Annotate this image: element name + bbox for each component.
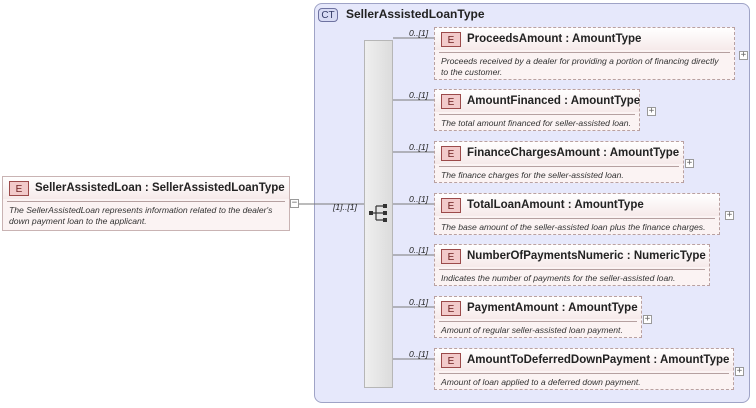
expand-toggle[interactable]: + — [735, 366, 744, 376]
element-badge: E — [441, 353, 461, 368]
child-cardinality: 0..[1] — [409, 194, 429, 204]
child-element-doc: Amount of loan applied to a deferred dow… — [441, 377, 641, 387]
element-badge: E — [441, 32, 461, 47]
child-element-name: PaymentAmount : AmountType — [467, 302, 638, 314]
root-element-name: SellerAssistedLoan : SellerAssistedLoanT… — [35, 182, 285, 194]
child-element-doc: Amount of regular seller-assisted loan p… — [441, 325, 623, 335]
expand-toggle[interactable]: + — [739, 50, 748, 60]
child-cardinality: 0..[1] — [409, 349, 429, 359]
child-element-doc: The base amount of the seller-assisted l… — [441, 222, 706, 232]
child-element-name: TotalLoanAmount : AmountType — [467, 199, 644, 211]
child-element[interactable]: E AmountToDeferredDownPayment : AmountTyp… — [434, 348, 734, 390]
child-element-name: NumberOfPaymentsNumeric : NumericType — [467, 250, 706, 262]
child-cardinality: 0..[1] — [409, 245, 429, 255]
child-element-name: ProceedsAmount : AmountType — [467, 33, 642, 45]
root-element-doc: The SellerAssistedLoan represents inform… — [9, 205, 273, 226]
element-badge: E — [441, 249, 461, 264]
element-badge: E — [9, 181, 29, 196]
expand-toggle[interactable]: + — [725, 210, 734, 220]
child-element-name: FinanceChargesAmount : AmountType — [467, 147, 680, 159]
child-cardinality: 0..[1] — [409, 90, 429, 100]
child-cardinality: 0..[1] — [409, 297, 429, 307]
element-badge: E — [441, 198, 461, 213]
expand-toggle[interactable]: + — [643, 314, 652, 324]
element-badge: E — [441, 94, 461, 109]
expand-toggle[interactable]: + — [647, 106, 656, 116]
child-element-name: AmountToDeferredDownPayment : AmountType — [467, 354, 730, 366]
child-element-name: AmountFinanced : AmountType — [467, 95, 641, 107]
complex-type-title: SellerAssistedLoanType — [346, 7, 485, 21]
element-badge: E — [441, 301, 461, 316]
child-element-doc: The finance charges for the seller-assis… — [441, 170, 624, 180]
complex-type-badge: CT — [318, 8, 338, 22]
element-badge: E — [441, 146, 461, 161]
root-element[interactable]: E SellerAssistedLoan : SellerAssistedLoa… — [2, 176, 290, 231]
child-element-doc: The total amount financed for seller-ass… — [441, 118, 631, 128]
collapse-toggle[interactable]: − — [290, 198, 299, 208]
child-cardinality: 0..[1] — [409, 142, 429, 152]
child-element-doc: Indicates the number of payments for the… — [441, 273, 676, 283]
sequence-cardinality: [1]..[1] — [333, 202, 357, 212]
sequence-compositor[interactable] — [364, 40, 393, 388]
child-cardinality: 0..[1] — [409, 28, 429, 38]
child-element-doc: Proceeds received by a dealer for provid… — [441, 56, 719, 77]
expand-toggle[interactable]: + — [685, 158, 694, 168]
